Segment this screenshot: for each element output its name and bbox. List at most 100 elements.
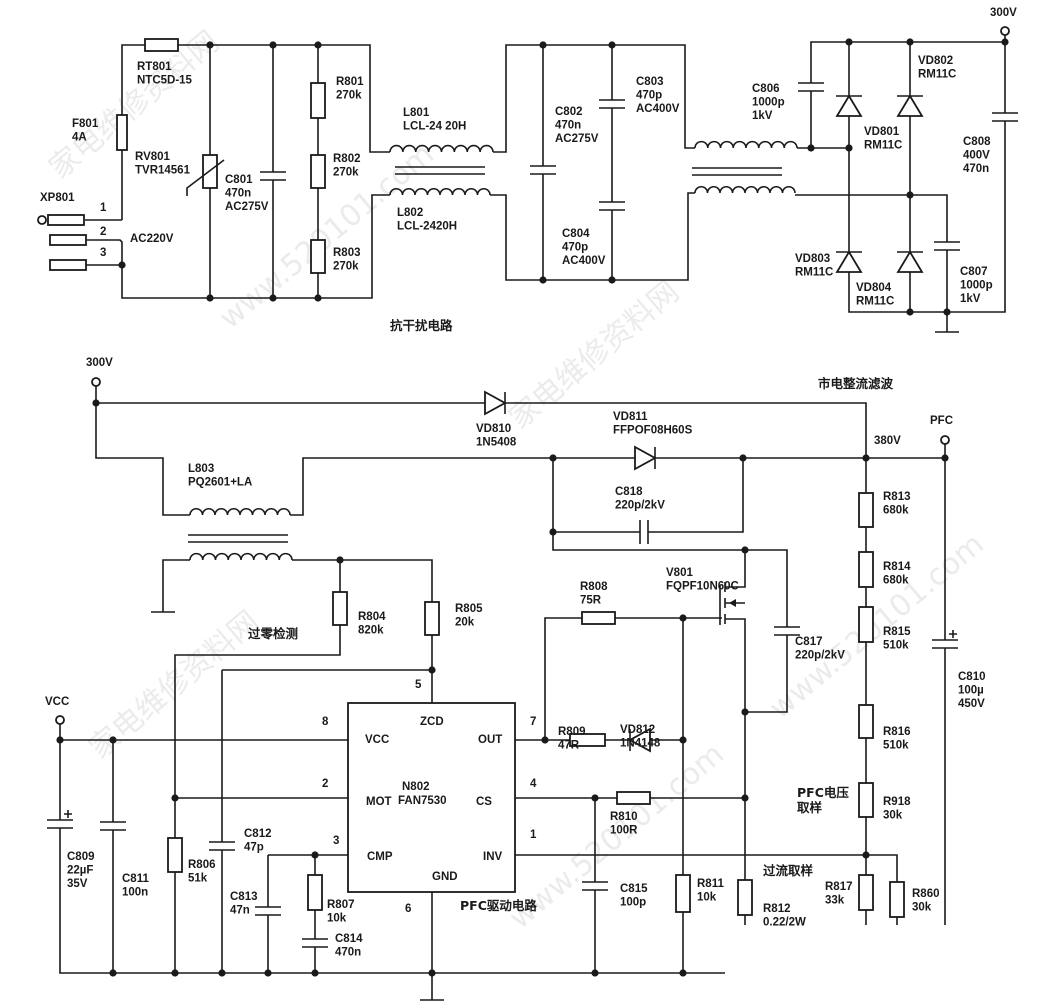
junction-dot <box>739 454 747 462</box>
junction-dot <box>206 41 214 49</box>
capacitor-c811 <box>99 821 127 831</box>
capacitor-c806 <box>797 82 825 92</box>
section-title-zero-cross: 过零检测 <box>248 626 298 641</box>
label: 1 <box>100 202 107 214</box>
section-title-pfc-driver: PFC驱动电路 <box>460 898 537 913</box>
label-c807: 1kV <box>960 293 981 305</box>
wire <box>121 44 390 220</box>
junction-dot <box>264 969 272 977</box>
ic-label: MOT <box>366 796 392 808</box>
junction-dot <box>906 191 914 199</box>
label-c810: 100µ <box>958 685 984 697</box>
ic-label: CS <box>476 796 492 808</box>
resistor-r918 <box>858 782 874 818</box>
label-c817: C817 <box>795 636 823 648</box>
section-title-pfc-voltage-sample: 取样 <box>797 800 823 815</box>
ic-label: CMP <box>367 851 393 863</box>
label-c808: C808 <box>963 136 991 148</box>
label-r808: 75R <box>580 595 602 607</box>
label-c804: AC400V <box>562 255 606 267</box>
label: 3 <box>100 247 106 259</box>
resistor-r816 <box>858 704 874 739</box>
wire <box>795 194 948 312</box>
capacitor-c818 <box>639 520 649 544</box>
label-r811: 10k <box>697 892 717 904</box>
label-c807: C807 <box>960 266 988 278</box>
label-c802: C802 <box>555 106 583 118</box>
ic-pin-number: 5 <box>415 679 422 691</box>
junction-dot <box>539 276 547 284</box>
resistor-r812 <box>737 879 753 916</box>
ic-pin-number: 6 <box>405 903 411 915</box>
junction-dot <box>862 454 870 462</box>
components <box>37 26 1019 1001</box>
label-l801: L801 <box>403 107 430 119</box>
junction-dot <box>943 308 951 316</box>
junction-dot <box>845 38 853 46</box>
wire <box>290 457 946 925</box>
label-r814: 680k <box>883 575 909 587</box>
terminal-xp801 <box>37 215 47 225</box>
label: 2 <box>100 226 106 238</box>
label-vd802: RM11C <box>918 69 956 81</box>
ic-pin-number: 4 <box>530 778 537 790</box>
label-vd801: VD801 <box>864 126 900 138</box>
label-c813: C813 <box>230 891 258 903</box>
label-c802: AC275V <box>555 133 599 145</box>
section-title-overcurrent-sample: 过流取样 <box>763 863 814 878</box>
capacitor-c812 <box>208 841 236 851</box>
resistor-r807 <box>307 874 323 911</box>
label-f801: F801 <box>72 118 99 130</box>
labels: 123AC220VRT801NTC5D-15F8014ARV801TVR1456… <box>40 7 1017 959</box>
label-vd810: 1N5408 <box>476 437 517 449</box>
label-l803: L803 <box>188 463 214 475</box>
inductor-winding-l802 <box>389 187 491 196</box>
resistor-r813 <box>858 492 874 528</box>
label-c801: AC275V <box>225 201 269 213</box>
label-c803: AC400V <box>636 103 680 115</box>
junction-dot <box>608 276 616 284</box>
label-r813: R813 <box>883 491 911 503</box>
label-vd803: VD803 <box>795 253 830 265</box>
net-pfc-label: PFC <box>930 415 953 427</box>
label-c811: 100n <box>122 887 148 899</box>
resistor-r808 <box>581 611 616 625</box>
junction-dot <box>1001 38 1009 46</box>
label-rv801: RV801 <box>135 151 171 163</box>
label-r806: R806 <box>188 859 216 871</box>
junction-dot <box>591 969 599 977</box>
junction-dot <box>56 736 64 744</box>
label-l801: LCL-24 20H <box>403 121 466 133</box>
ac-input-label: AC220V <box>130 233 174 245</box>
label-r860: R860 <box>912 888 940 900</box>
label-r810: R810 <box>610 811 638 823</box>
label-c810: 450V <box>958 698 985 710</box>
label-vd802: VD802 <box>918 55 953 67</box>
resistor-r810 <box>616 791 651 805</box>
capacitor-c803 <box>598 99 626 109</box>
watermark-text: 家电维修资料网 <box>503 274 686 436</box>
junction-dot <box>314 41 322 49</box>
capacitor-c807 <box>933 241 961 251</box>
resistor-r860 <box>889 881 905 918</box>
label-c814: 470n <box>335 947 361 959</box>
terminal-300v-top <box>1000 26 1010 36</box>
label-vd804: RM11C <box>856 296 894 308</box>
label-c817: 220p/2kV <box>795 650 845 662</box>
junction-dot <box>549 528 557 536</box>
wire <box>85 194 390 299</box>
label-c808: 470n <box>963 163 989 175</box>
connector-pin <box>49 259 87 271</box>
resistor-rt801 <box>144 38 179 52</box>
junction-dot <box>941 454 949 462</box>
inductor-winding-l803 <box>189 507 291 516</box>
capacitor-c810 <box>931 630 959 649</box>
label-r816: R816 <box>883 726 911 738</box>
net-300v-label: 300V <box>990 7 1017 19</box>
net-vcc-label: VCC <box>45 696 69 708</box>
label-c818: 220p/2kV <box>615 500 665 512</box>
resistor-r801 <box>310 82 326 119</box>
resistor-r804 <box>332 591 348 626</box>
label-c810: C810 <box>958 671 986 683</box>
